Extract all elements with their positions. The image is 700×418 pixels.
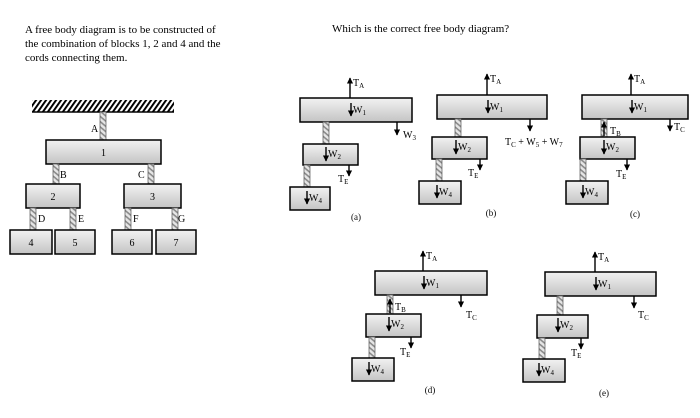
block-1 xyxy=(581,94,689,120)
option-label-c: (c) xyxy=(630,209,640,219)
block-4 xyxy=(351,357,395,382)
question-text: Which is the correct free body diagram? xyxy=(332,23,510,35)
force-label-ta: TA xyxy=(426,251,437,263)
force-label-w2: W2 xyxy=(560,320,573,332)
force-label-tc-sum: TC + W5 + W7 xyxy=(505,137,563,149)
option-e: TA W1 TC W2 TE W4 (e) xyxy=(522,251,657,398)
force-label-w2: W2 xyxy=(328,149,341,161)
force-label-te: TE xyxy=(400,347,410,359)
system-figure: A 1 B C 2 3 D E F G 4 5 6 7 xyxy=(9,100,197,255)
force-label-ta: TA xyxy=(353,78,364,90)
option-a: TA W1 W3 W2 TE W4 (a) xyxy=(289,77,416,222)
ceiling-hatching xyxy=(32,100,174,112)
force-label-tc: TC xyxy=(674,122,685,134)
block-5 xyxy=(54,229,96,255)
option-label-b: (b) xyxy=(486,208,497,218)
cord-label-d: D xyxy=(38,214,45,225)
cord-d xyxy=(303,164,311,188)
cord-d xyxy=(579,158,587,182)
cord-label-a: A xyxy=(91,124,99,135)
force-label-tb: TB xyxy=(610,126,621,138)
force-label-ta: TA xyxy=(598,252,609,264)
cord-label-b: B xyxy=(60,170,67,181)
force-label-ta: TA xyxy=(634,74,645,86)
block-label-5: 5 xyxy=(73,238,78,249)
block-2 xyxy=(536,314,589,339)
force-label-w1: W1 xyxy=(490,102,503,114)
cord-e xyxy=(69,207,77,231)
force-label-w1: W1 xyxy=(426,278,439,290)
cord-label-c: C xyxy=(138,170,145,181)
block-2 xyxy=(25,183,81,209)
cord-b xyxy=(322,121,330,145)
force-label-w1: W1 xyxy=(353,105,366,117)
block-1 xyxy=(374,270,488,296)
force-label-tc: TC xyxy=(466,310,477,322)
cord-label-e: E xyxy=(78,214,84,225)
block-1 xyxy=(436,94,548,120)
block-7 xyxy=(155,229,197,255)
block-2 xyxy=(431,136,488,160)
cord-c xyxy=(147,163,155,185)
force-label-w1: W1 xyxy=(598,279,611,291)
cord-b xyxy=(556,295,564,316)
cord-b xyxy=(52,163,60,185)
block-label-3: 3 xyxy=(150,192,155,203)
block-2 xyxy=(302,143,359,166)
force-label-te: TE xyxy=(338,174,348,186)
force-label-w1: W1 xyxy=(634,102,647,114)
force-label-w4: W4 xyxy=(309,193,322,205)
force-label-ta: TA xyxy=(490,74,501,86)
force-label-tb: TB xyxy=(395,302,406,314)
block-4 xyxy=(565,180,609,205)
force-label-w2: W2 xyxy=(458,142,471,154)
option-label-a: (a) xyxy=(351,212,361,222)
cord-d xyxy=(538,337,546,360)
force-label-te: TE xyxy=(616,169,626,181)
option-b: TA W1 TC + W5 + W7 W2 TE W4 (b) xyxy=(418,73,563,218)
block-label-4: 4 xyxy=(29,238,34,249)
block-1 xyxy=(45,139,162,165)
problem-statement: A free body diagram is to be constructed… xyxy=(25,24,221,64)
block-label-7: 7 xyxy=(174,238,179,249)
force-label-te: TE xyxy=(571,348,581,360)
cord-a xyxy=(99,111,107,141)
cord-d xyxy=(368,336,376,359)
cord-label-f: F xyxy=(133,214,139,225)
force-label-w3: W3 xyxy=(403,130,416,142)
cord-label-g: G xyxy=(178,214,185,225)
block-1 xyxy=(299,97,413,123)
block-label-6: 6 xyxy=(130,238,135,249)
option-d: TA W1 TC TB W2 TE W4 (d) xyxy=(351,250,488,395)
option-label-d: (d) xyxy=(425,385,436,395)
force-label-tc: TC xyxy=(638,310,649,322)
block-4 xyxy=(9,229,53,255)
force-label-w2: W2 xyxy=(391,319,404,331)
force-label-te: TE xyxy=(468,168,478,180)
force-label-w4: W4 xyxy=(585,187,598,199)
block-4 xyxy=(522,358,566,383)
block-6 xyxy=(111,229,153,255)
block-3 xyxy=(123,183,182,209)
cord-b xyxy=(454,118,462,138)
cord-f xyxy=(124,207,132,231)
block-1 xyxy=(544,271,657,297)
force-label-w4: W4 xyxy=(439,187,452,199)
block-label-2: 2 xyxy=(51,192,56,203)
force-label-w2: W2 xyxy=(606,142,619,154)
force-label-w4: W4 xyxy=(371,364,384,376)
cord-d xyxy=(29,207,37,231)
block-label-1: 1 xyxy=(101,148,106,159)
force-label-w4: W4 xyxy=(541,365,554,377)
block-2 xyxy=(365,313,422,338)
cord-d xyxy=(435,158,443,182)
block-2 xyxy=(579,136,636,160)
option-c: TA W1 TC TB W2 TE W4 (c) xyxy=(565,73,689,219)
option-label-e: (e) xyxy=(599,388,609,398)
